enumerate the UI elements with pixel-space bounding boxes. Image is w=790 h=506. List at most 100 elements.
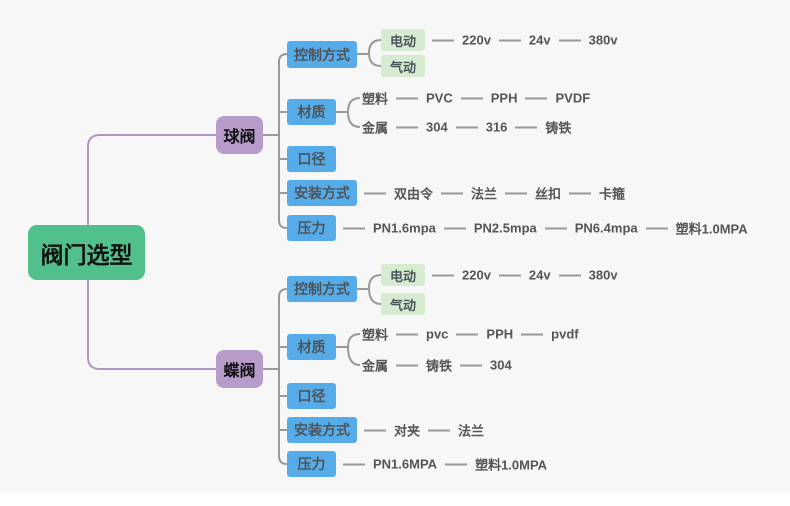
leaf-material[interactable]: pvc — [426, 326, 449, 342]
leaf-voltage[interactable]: 380v — [588, 267, 618, 283]
connector-dash — [558, 274, 581, 276]
subtopic-butterfly-metal[interactable]: 金属 — [362, 358, 389, 374]
leaf-install-method[interactable]: 丝扣 — [535, 186, 562, 202]
leaf-material[interactable]: 304 — [426, 119, 448, 135]
leaf-material[interactable]: 304 — [490, 357, 512, 373]
chain-ball-electric-voltages: 220v 24v 380v — [424, 33, 618, 48]
leaf-install-method[interactable]: 对夹 — [394, 423, 421, 439]
topic-butterfly-control-mode[interactable]: 控制方式 — [287, 276, 357, 302]
connector-dash — [498, 39, 521, 41]
root-to-butterfly-valve-connector — [87, 280, 216, 370]
connector-dash — [515, 126, 538, 128]
connector-dash — [460, 97, 483, 99]
leaf-install-method[interactable]: 法兰 — [471, 186, 498, 202]
subtopic-ball-electric[interactable]: 电动 — [381, 29, 425, 51]
connector-dash — [432, 274, 454, 276]
material-bracket — [346, 97, 361, 128]
subtopic-ball-metal[interactable]: 金属 — [362, 120, 389, 136]
ball-valve-topic-trunk — [278, 53, 288, 229]
connector-dash — [443, 227, 466, 229]
leaf-material[interactable]: PPH — [486, 326, 514, 342]
root-node-valve-selection[interactable]: 阀门选型 — [28, 225, 145, 280]
topic-ball-material[interactable]: 材质 — [287, 99, 336, 125]
connector-dash — [525, 97, 548, 99]
chain-ball-plastic-materials: 塑料 PVC PPH PVDF — [362, 89, 590, 108]
leaf-material[interactable]: PVDF — [555, 90, 591, 106]
leaf-material[interactable]: 铸铁 — [545, 120, 572, 136]
leaf-pressure[interactable]: PN1.6mpa — [373, 220, 436, 236]
root-to-ball-valve-connector — [87, 134, 216, 225]
connector-dash — [456, 333, 479, 335]
leaf-material[interactable]: 316 — [485, 119, 508, 135]
leaf-pressure[interactable]: PN2.5mpa — [473, 220, 537, 236]
leaf-pressure[interactable]: 塑料1.0MPA — [475, 457, 548, 473]
connector-dash — [396, 126, 419, 128]
subtopic-ball-plastic[interactable]: 塑料 — [362, 91, 389, 107]
connector-dash — [432, 39, 454, 41]
leaf-material[interactable]: PVC — [426, 90, 453, 106]
branch-node-ball-valve[interactable]: 球阀 — [216, 116, 263, 154]
leaf-install-method[interactable]: 卡箍 — [599, 186, 626, 202]
bottom-margin — [0, 493, 790, 506]
leaf-voltage[interactable]: 24v — [528, 32, 551, 48]
control-mode-bracket — [367, 274, 382, 305]
ball-valve-connectors — [263, 39, 382, 229]
connector-dash — [396, 97, 419, 99]
leaf-material[interactable]: pvdf — [551, 326, 579, 342]
chain-butterfly-electric-voltages: 220v 24v 380v — [424, 268, 618, 283]
leaf-voltage[interactable]: 220v — [462, 32, 491, 48]
connector-dash — [445, 463, 468, 465]
connector-dash — [460, 364, 483, 366]
chain-butterfly-metal-materials: 金属 铸铁 304 — [362, 356, 512, 375]
leaf-pressure[interactable]: PN1.6MPA — [373, 456, 438, 472]
chain-ball-install-methods: 双由令 法兰 丝扣 卡箍 — [356, 184, 625, 203]
subtopic-ball-pneumatic[interactable]: 气动 — [381, 55, 425, 77]
topic-butterfly-diameter[interactable]: 口径 — [287, 383, 336, 409]
connector-dash — [441, 192, 464, 194]
topic-ball-pressure[interactable]: 压力 — [287, 215, 336, 241]
subtopic-butterfly-electric[interactable]: 电动 — [381, 264, 425, 286]
topic-butterfly-material[interactable]: 材质 — [287, 334, 336, 360]
connector-dash — [505, 192, 528, 194]
chain-ball-pressures: PN1.6mpa PN2.5mpa PN6.4mpa 塑料1.0MPA — [335, 219, 748, 238]
root-connectors — [87, 134, 216, 370]
topic-butterfly-pressure[interactable]: 压力 — [287, 451, 336, 477]
connector-dash — [428, 429, 451, 431]
connector-dash — [558, 39, 581, 41]
connector-dash — [343, 463, 365, 465]
topic-butterfly-install-method[interactable]: 安装方式 — [287, 417, 357, 443]
connector-dash — [455, 126, 478, 128]
leaf-material[interactable]: 铸铁 — [426, 358, 453, 374]
connector-dash — [544, 227, 567, 229]
subtopic-butterfly-pneumatic[interactable]: 气动 — [381, 293, 425, 315]
leaf-pressure[interactable]: 塑料1.0MPA — [675, 221, 748, 237]
leaf-material[interactable]: PPH — [490, 90, 518, 106]
branch-node-butterfly-valve[interactable]: 蝶阀 — [216, 350, 263, 388]
connector-dash — [498, 274, 521, 276]
topic-ball-control-mode[interactable]: 控制方式 — [287, 41, 357, 68]
control-mode-bracket — [367, 39, 382, 67]
connector-dash — [645, 227, 668, 229]
leaf-install-method[interactable]: 双由令 — [394, 186, 434, 202]
material-bracket — [346, 333, 361, 366]
leaf-pressure[interactable]: PN6.4mpa — [574, 220, 638, 236]
leaf-install-method[interactable]: 法兰 — [458, 423, 485, 439]
butterfly-valve-connectors — [263, 274, 382, 465]
topic-ball-diameter[interactable]: 口径 — [287, 146, 336, 172]
leaf-voltage[interactable]: 24v — [528, 267, 551, 283]
connector-dash — [396, 333, 419, 335]
connector-dash — [343, 227, 365, 229]
chain-butterfly-plastic-materials: 塑料 pvc PPH pvdf — [362, 325, 579, 344]
subtopic-butterfly-plastic[interactable]: 塑料 — [362, 327, 389, 343]
chain-butterfly-install-methods: 对夹 法兰 — [356, 421, 484, 440]
topic-ball-install-method[interactable]: 安装方式 — [287, 180, 357, 206]
connector-dash — [364, 429, 386, 431]
connector-dash — [521, 333, 544, 335]
leaf-voltage[interactable]: 380v — [588, 32, 618, 48]
connector-dash — [364, 192, 386, 194]
butterfly-valve-topic-trunk — [278, 288, 288, 465]
leaf-voltage[interactable]: 220v — [462, 267, 491, 283]
chain-ball-metal-materials: 金属 304 316 铸铁 — [362, 118, 571, 137]
